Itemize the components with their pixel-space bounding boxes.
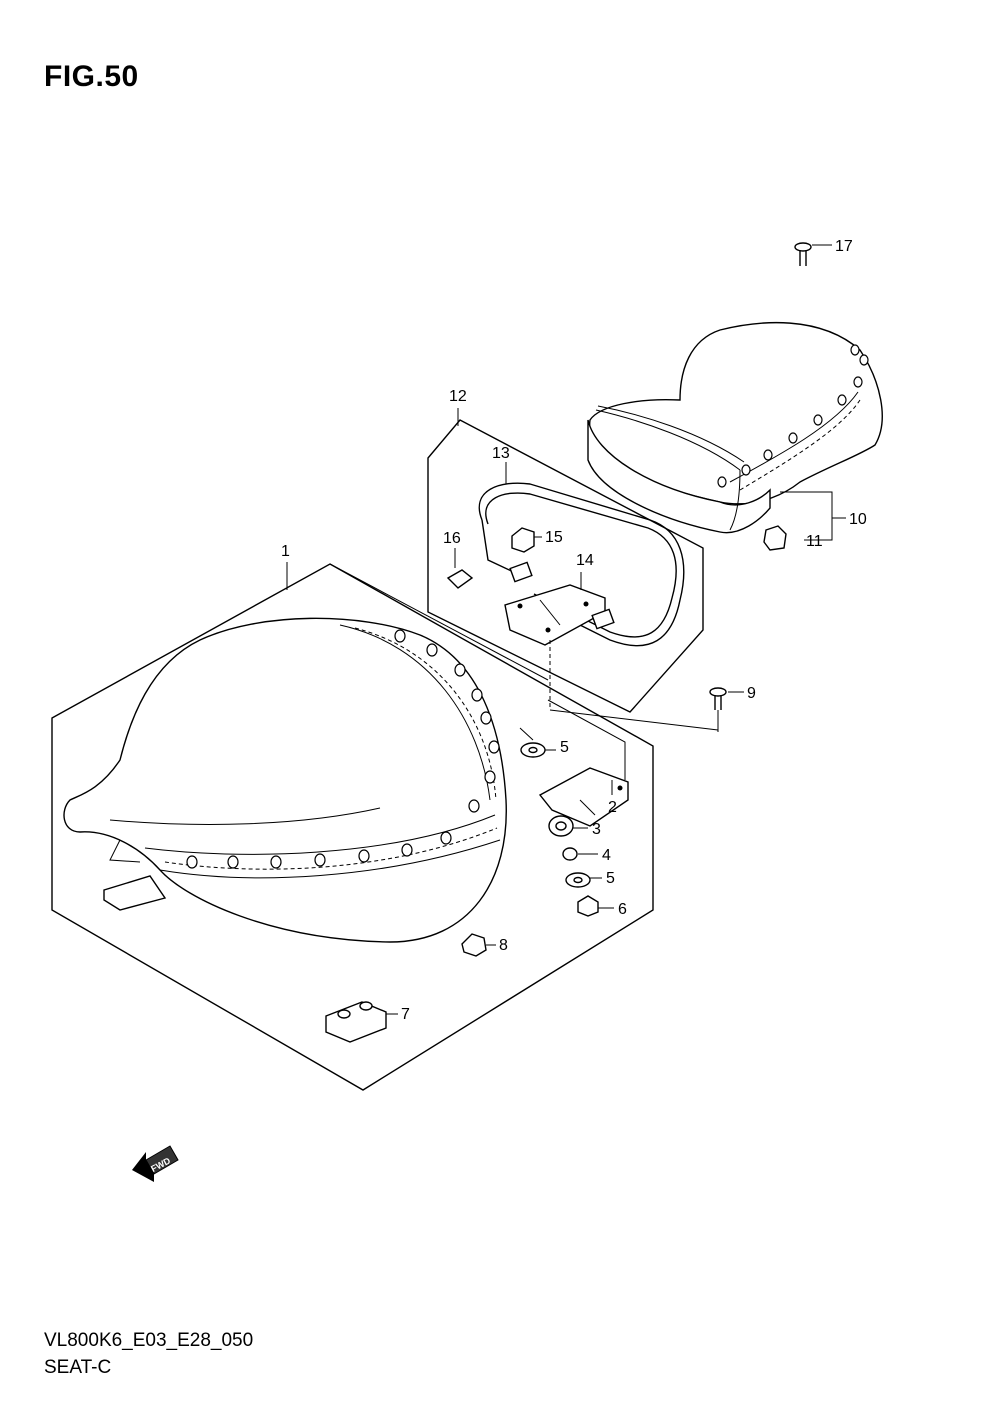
callout-12: 12 bbox=[449, 388, 467, 405]
grab-strap-part[interactable] bbox=[478, 482, 685, 647]
callout-17: 17 bbox=[835, 238, 853, 255]
figure-title: FIG.50 bbox=[44, 60, 139, 93]
nut-15-part[interactable] bbox=[511, 527, 535, 553]
callout-4: 4 bbox=[602, 847, 611, 864]
pillion-seat-part[interactable] bbox=[587, 321, 883, 534]
callout-5a: 5 bbox=[560, 739, 569, 756]
callout-10: 10 bbox=[849, 511, 867, 528]
bolt-9-part[interactable] bbox=[709, 687, 727, 710]
washer-5a-part[interactable] bbox=[520, 742, 546, 758]
leader-10-11 bbox=[780, 491, 833, 541]
guide-1-12 bbox=[329, 563, 549, 681]
forward-arrow-icon: FWD bbox=[132, 1145, 179, 1182]
callout-2: 2 bbox=[608, 799, 617, 816]
callout-1: 1 bbox=[281, 543, 290, 560]
cushion-8-part[interactable] bbox=[461, 933, 487, 957]
callout-3: 3 bbox=[592, 821, 601, 838]
nut-6-part[interactable] bbox=[577, 895, 599, 917]
callout-14: 14 bbox=[576, 552, 594, 569]
callout-9: 9 bbox=[747, 685, 756, 702]
collar-4-part[interactable] bbox=[562, 847, 578, 861]
callout-11: 11 bbox=[806, 533, 823, 550]
bolt-17-part[interactable] bbox=[794, 242, 812, 266]
callout-7: 7 bbox=[401, 1006, 410, 1023]
callout-16: 16 bbox=[443, 530, 461, 547]
cushion-11-part[interactable] bbox=[763, 525, 787, 551]
guide-2 bbox=[547, 699, 626, 780]
main-seat-part[interactable] bbox=[63, 617, 507, 943]
callout-6: 6 bbox=[618, 901, 627, 918]
clamp-7-part[interactable] bbox=[325, 1001, 387, 1043]
cushion-16-part[interactable] bbox=[446, 569, 474, 589]
bracket-14-part[interactable] bbox=[504, 561, 615, 646]
leader-5a bbox=[519, 727, 556, 751]
grommet-3-part[interactable] bbox=[548, 815, 574, 837]
bracket-2-part[interactable] bbox=[538, 767, 629, 827]
footer-drawing-name: SEAT-C bbox=[44, 1357, 112, 1378]
centerline-9 bbox=[549, 709, 719, 731]
washer-5b-part[interactable] bbox=[565, 872, 591, 888]
footer-drawing-code: VL800K6_E03_E28_050 bbox=[44, 1330, 254, 1351]
callout-8: 8 bbox=[499, 937, 508, 954]
callout-5b: 5 bbox=[606, 870, 615, 887]
callout-15: 15 bbox=[545, 529, 563, 546]
callout-13: 13 bbox=[492, 445, 510, 462]
pillion-bracket-group-outline bbox=[427, 419, 704, 713]
